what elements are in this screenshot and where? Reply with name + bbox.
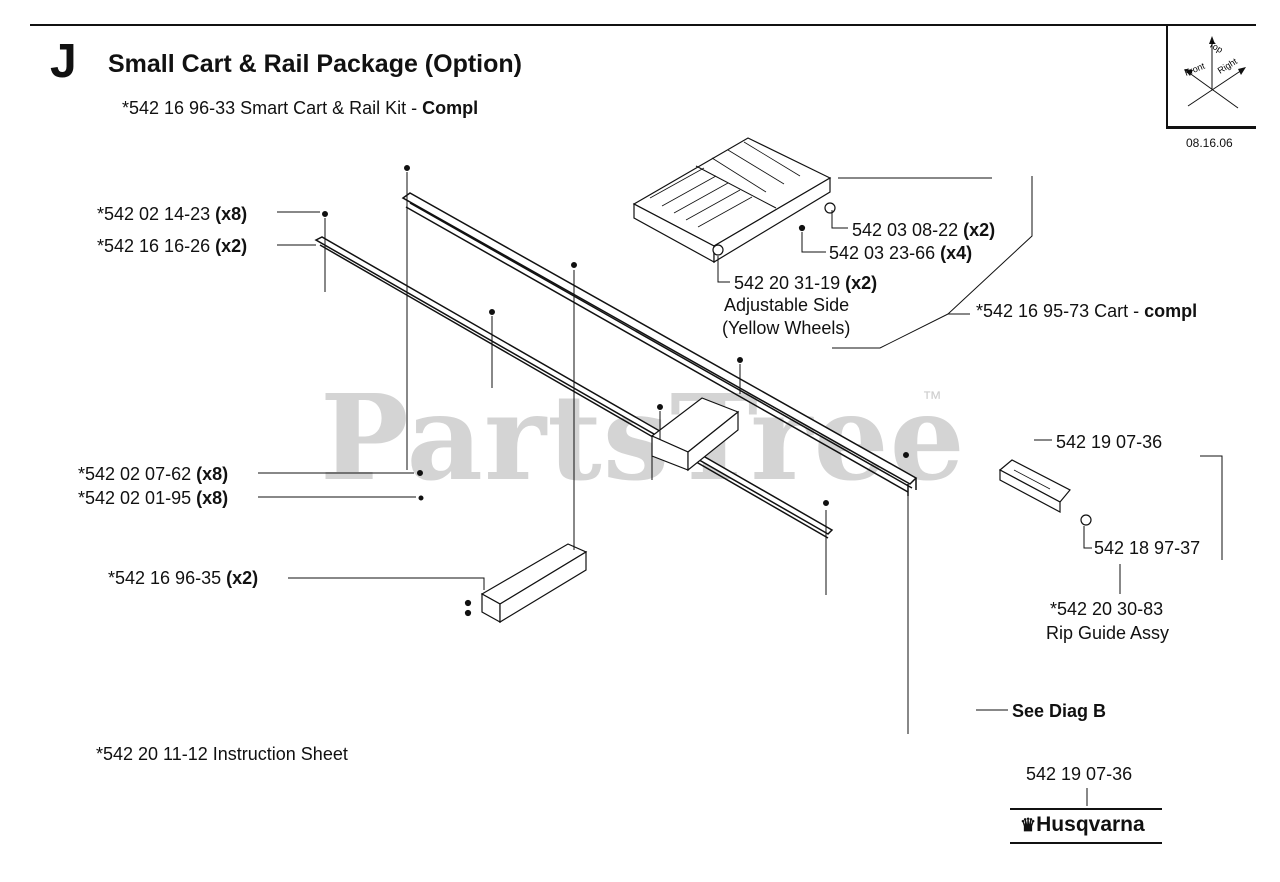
callout-adjustable-side: 542 20 31-19 (x2)	[734, 273, 878, 293]
page-title: Small Cart & Rail Package (Option)	[108, 50, 522, 78]
watermark: PartsTree	[320, 368, 966, 507]
rip-guide	[998, 459, 1092, 526]
callout-rip-guide-top: 542 19 07-36	[1056, 432, 1163, 452]
callout-rip-guide-assy: *542 20 30-83	[1050, 599, 1164, 619]
callout-bracket: *542 16 96-35 (x2)	[108, 568, 259, 588]
main-rail	[401, 192, 918, 496]
callout-nut: *542 02 07-62 (x8)	[78, 464, 229, 484]
section-letter: J	[50, 35, 77, 88]
callout-leaders	[258, 176, 1223, 806]
screws	[322, 165, 909, 506]
callout-washer: *542 02 01-95 (x8)	[78, 488, 229, 508]
orientation-box: Top Front Right	[1166, 26, 1256, 129]
instruction-sheet: *542 20 11-12 Instruction Sheet	[96, 744, 348, 764]
support-bracket	[464, 543, 588, 624]
rip-guide-assy-name: Rip Guide Assy	[1046, 623, 1170, 643]
orientation-axes-icon: Top Front Right	[1183, 36, 1246, 109]
callout-rail-strip: *542 16 16-26 (x2)	[97, 236, 248, 256]
cart	[632, 137, 836, 264]
top-rule	[30, 24, 1256, 26]
callout-rip-guide-knob: 542 18 97-37	[1094, 538, 1201, 558]
adjustable-side-name: Adjustable Side	[724, 295, 850, 315]
callout-wheel-knob: 542 03 08-22 (x2)	[852, 220, 996, 240]
callout-cart: *542 16 95-73 Cart - compl	[976, 301, 1198, 321]
adjustable-side-note: (Yellow Wheels)	[722, 318, 851, 338]
diagram-date: 08.16.06	[1186, 136, 1233, 150]
kit-number: *542 16 96-33 Smart Cart & Rail Kit - Co…	[122, 98, 479, 118]
callout-screw-top: *542 02 14-23 (x8)	[97, 204, 248, 224]
cross-bracket	[650, 397, 740, 472]
brand-box	[1010, 808, 1162, 844]
assembly-lines	[324, 172, 909, 734]
husqvarna-crown-icon: ♛	[1020, 815, 1037, 835]
watermark-tm: ™	[922, 388, 942, 410]
see-diag-link[interactable]: See Diag B	[1012, 701, 1107, 721]
brand-logo: ♛Husqvarna	[1020, 813, 1145, 836]
callout-wheel-nut: 542 03 23-66 (x4)	[829, 243, 973, 263]
footer-part-number: 542 19 07-36	[1026, 764, 1133, 784]
